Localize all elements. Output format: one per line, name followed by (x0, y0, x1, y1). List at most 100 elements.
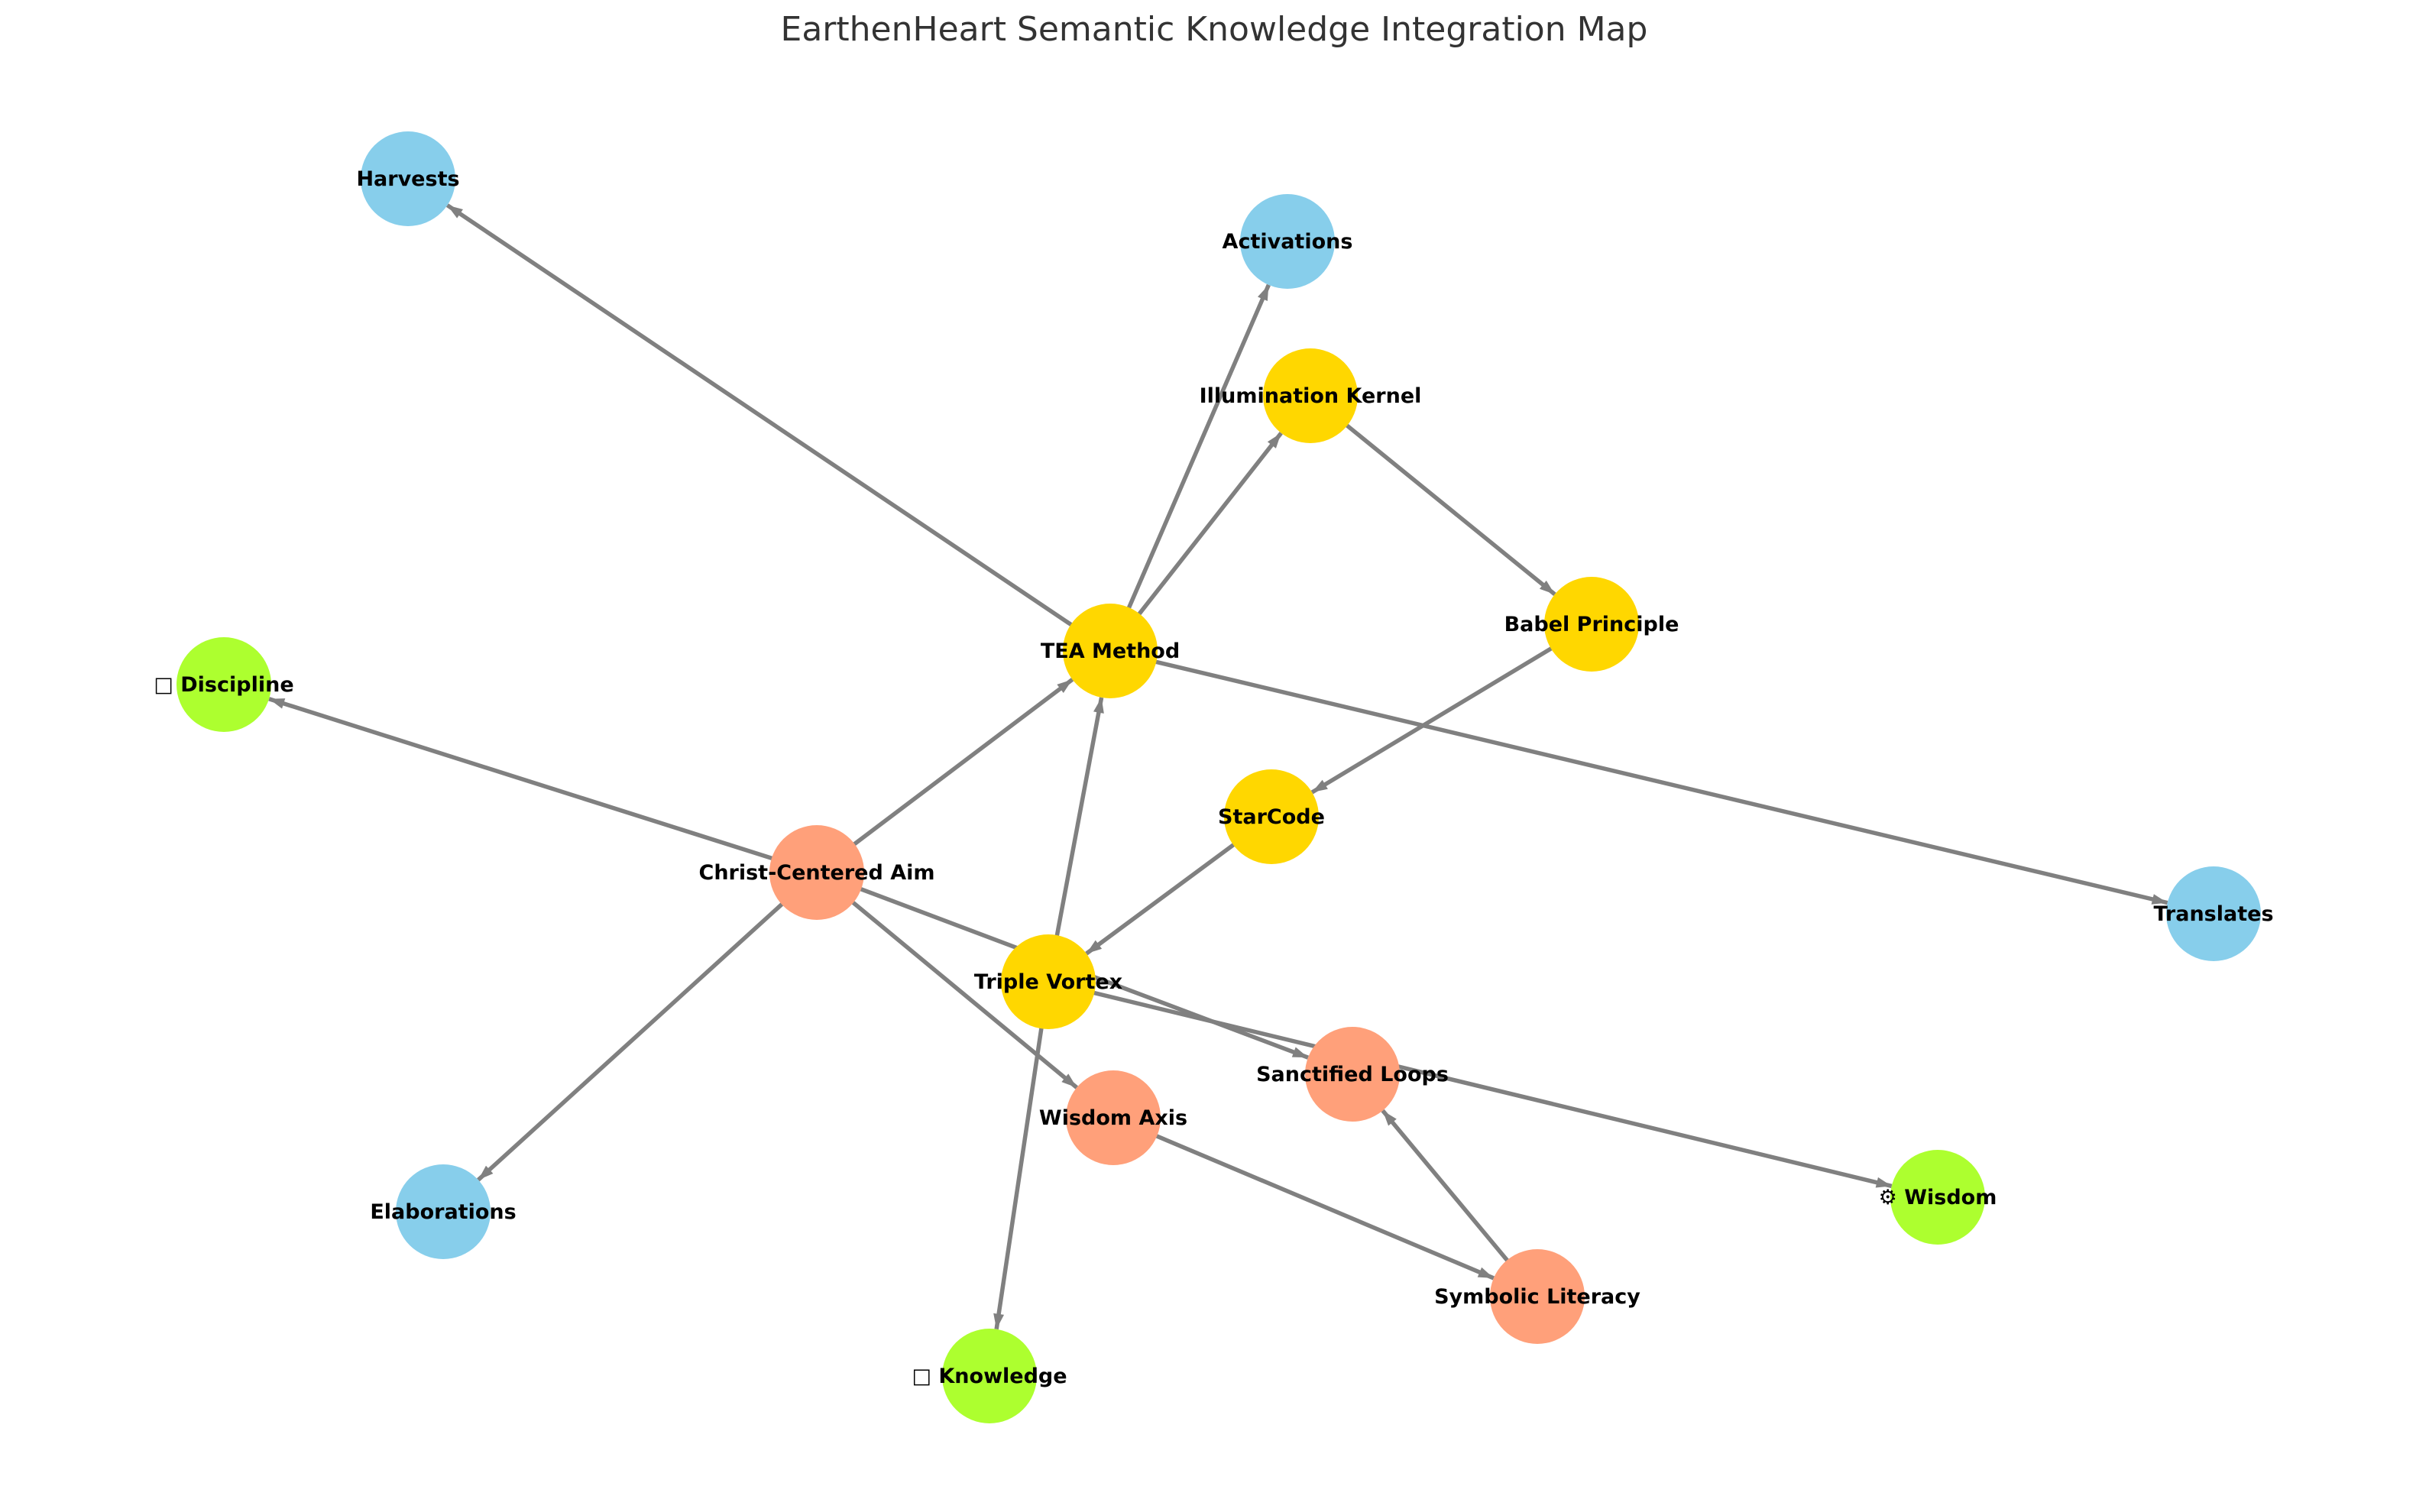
node-wisdom-axis[interactable]: Wisdom Axis (1039, 1070, 1187, 1165)
node-circle (942, 1329, 1037, 1423)
node-christ-centered-aim[interactable]: Christ-Centered Aim (699, 825, 935, 920)
node-triple-vortex[interactable]: Triple Vortex (974, 934, 1122, 1029)
node-label-text: Babel Principle (1504, 613, 1679, 636)
node-circle (769, 825, 864, 920)
node-starcode[interactable]: StarCode (1218, 769, 1325, 864)
arrowhead (1477, 1267, 1494, 1278)
edge-tea-method-to-activations (1108, 283, 1271, 652)
edge-line (1046, 697, 1104, 983)
edge-christ-centered-aim-to-elaborations (477, 870, 818, 1182)
node-circle (1224, 769, 1319, 864)
node-label: TEA Method (1041, 639, 1180, 663)
node-wisdom[interactable]: ⚙ Wisdom (1879, 1150, 1997, 1245)
arrowhead (1086, 940, 1103, 954)
arrowhead (1291, 1047, 1308, 1058)
node-label-text: Knowledge (938, 1365, 1067, 1388)
edge-christ-centered-aim-to-tea-method (815, 678, 1074, 875)
node-label: Sanctified Loops (1256, 1063, 1449, 1086)
node-illumination-kernel[interactable]: Illumination Kernel (1200, 348, 1422, 443)
node-label-text: Illumination Kernel (1200, 384, 1422, 408)
arrowhead (447, 205, 463, 219)
arrowhead (993, 1313, 1005, 1329)
arrowhead (1382, 1110, 1397, 1126)
node-circle (1544, 577, 1639, 672)
node-label: Activations (1223, 230, 1353, 254)
arrowhead (1061, 1073, 1077, 1088)
arrowhead (1258, 284, 1269, 302)
arrowhead (2151, 894, 2168, 905)
arrowhead (1875, 1177, 1892, 1188)
node-sanctified-loops[interactable]: Sanctified Loops (1256, 1027, 1449, 1122)
node-circle (1063, 604, 1158, 698)
node-label-text: Harvests (356, 167, 459, 191)
node-label-text: Triple Vortex (974, 970, 1122, 994)
node-label: Wisdom Axis (1039, 1106, 1187, 1130)
edge-illumination-kernel-to-babel-principle (1309, 393, 1556, 597)
node-circle (1305, 1027, 1400, 1122)
edge-triple-vortex-to-knowledge (993, 981, 1051, 1330)
node-translates[interactable]: Translates (2153, 866, 2274, 961)
edge-tea-method-to-translates (1109, 649, 2168, 905)
edge-christ-centered-aim-to-wisdom-axis (815, 870, 1078, 1089)
node-label: □ Knowledge (912, 1365, 1067, 1388)
node-circle (177, 637, 271, 732)
node-label-text: Wisdom Axis (1039, 1106, 1187, 1130)
node-label: Translates (2153, 902, 2273, 926)
edge-line (268, 697, 818, 875)
node-label-text: Elaborations (370, 1200, 516, 1224)
node-label: Babel Principle (1504, 613, 1679, 636)
edge-christ-centered-aim-to-discipline (268, 697, 818, 875)
edges-layer (268, 203, 2168, 1330)
node-circle (1001, 934, 1096, 1029)
gear-icon: ⚙ (1879, 1186, 1905, 1209)
arrowhead (1312, 779, 1328, 793)
edge-line (1109, 649, 2168, 905)
node-label: □ Discipline (154, 673, 293, 697)
node-harvests[interactable]: Harvests (356, 131, 460, 226)
node-label: ⚙ Wisdom (1879, 1186, 1997, 1209)
diagram-title: EarthenHeart Semantic Knowledge Integrat… (781, 10, 1648, 49)
node-label-text: Symbolic Literacy (1434, 1285, 1640, 1309)
node-label: StarCode (1218, 805, 1325, 829)
arrowhead (1093, 697, 1104, 714)
edge-line (994, 981, 1051, 1330)
edge-line (477, 870, 818, 1182)
node-activations[interactable]: Activations (1223, 194, 1353, 289)
node-label: Christ-Centered Aim (699, 861, 935, 885)
edge-line (1108, 283, 1271, 652)
node-label-text: Translates (2153, 902, 2273, 926)
edge-babel-principle-to-starcode (1310, 622, 1593, 795)
missing-glyph-icon: □ (154, 673, 180, 697)
node-circle (1263, 348, 1358, 443)
missing-glyph-icon: □ (912, 1365, 938, 1388)
node-circle (1066, 1070, 1161, 1165)
node-label: Harvests (356, 167, 459, 191)
edge-tea-method-to-harvests (445, 203, 1112, 653)
node-label-text: TEA Method (1041, 639, 1180, 663)
node-babel-principle[interactable]: Babel Principle (1504, 577, 1679, 672)
node-label-text: Activations (1223, 230, 1353, 254)
edge-line (1310, 622, 1593, 795)
node-label-text: StarCode (1218, 805, 1325, 829)
node-symbolic-literacy[interactable]: Symbolic Literacy (1434, 1249, 1640, 1344)
edge-wisdom-axis-to-symbolic-literacy (1112, 1115, 1495, 1281)
node-label: Elaborations (370, 1200, 516, 1224)
edge-triple-vortex-to-wisdom (1048, 979, 1893, 1189)
edge-triple-vortex-to-tea-method (1046, 697, 1104, 983)
arrowhead (1057, 679, 1073, 694)
arrowhead (1539, 580, 1555, 594)
node-discipline[interactable]: □ Discipline (154, 637, 294, 732)
node-elaborations[interactable]: Elaborations (370, 1164, 517, 1259)
node-circle (1890, 1150, 1985, 1245)
node-knowledge[interactable]: □ Knowledge (912, 1329, 1067, 1423)
node-label-text: Discipline (180, 673, 293, 697)
edge-line (1048, 979, 1893, 1189)
edge-line (815, 678, 1074, 875)
node-tea-method[interactable]: TEA Method (1041, 604, 1180, 698)
node-label-text: Wisdom (1904, 1186, 1997, 1209)
node-label-text: Sanctified Loops (1256, 1063, 1449, 1086)
arrowhead (1267, 432, 1281, 448)
node-circle (2166, 866, 2261, 961)
